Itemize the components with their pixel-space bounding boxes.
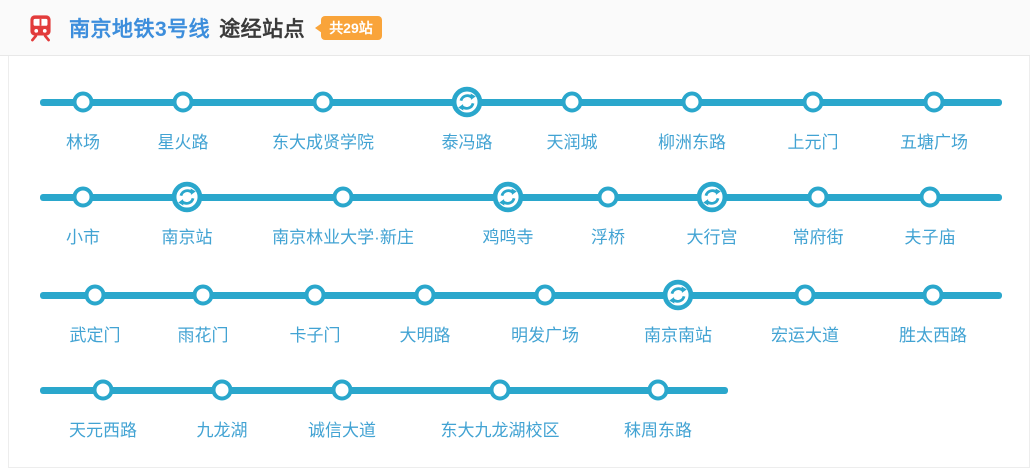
station-label[interactable]: 泰冯路 xyxy=(441,133,493,152)
station-count-badge: 共29站 xyxy=(321,15,382,40)
line-name-link[interactable]: 南京地铁3号线 xyxy=(69,17,211,41)
station-label[interactable]: 南京南站 xyxy=(644,326,712,345)
station-marker xyxy=(561,91,583,113)
transfer-station-icon xyxy=(171,181,203,213)
station-label[interactable]: 武定门 xyxy=(69,326,121,345)
station-marker xyxy=(331,379,353,401)
station-label[interactable]: 鸡鸣寺 xyxy=(482,228,534,247)
station-label[interactable]: 卡子门 xyxy=(289,326,341,345)
station-marker xyxy=(414,284,436,306)
station-label[interactable]: 明发广场 xyxy=(511,326,579,345)
station-marker xyxy=(681,91,703,113)
station-label[interactable]: 东大九龙湖校区 xyxy=(440,421,560,440)
station-label[interactable]: 五塘广场 xyxy=(900,133,968,152)
station-marker xyxy=(597,186,619,208)
station-marker xyxy=(84,284,106,306)
station-label[interactable]: 南京站 xyxy=(161,228,213,247)
station-label[interactable]: 雨花门 xyxy=(177,326,229,345)
station-marker xyxy=(211,379,233,401)
line-row-3: 武定门 雨花门 卡子门 大明路 明发广场 南京南站 宏运大道 胜太西路 xyxy=(0,275,1030,355)
transfer-station-icon xyxy=(451,86,483,118)
station-marker xyxy=(807,186,829,208)
station-marker xyxy=(304,284,326,306)
stations-subtitle: 途经站点 xyxy=(219,17,306,41)
station-label[interactable]: 小市 xyxy=(66,228,100,247)
station-marker xyxy=(72,91,94,113)
station-label[interactable]: 诚信大道 xyxy=(308,421,376,440)
line-row-4: 天元西路 九龙湖 诚信大道 东大九龙湖校区 秣周东路 xyxy=(0,370,1030,450)
station-marker xyxy=(922,284,944,306)
station-marker xyxy=(794,284,816,306)
station-marker xyxy=(72,186,94,208)
metro-line-segment xyxy=(40,291,1002,299)
station-marker xyxy=(923,91,945,113)
station-label[interactable]: 天元西路 xyxy=(69,421,137,440)
transfer-station-icon xyxy=(696,181,728,213)
station-label[interactable]: 大行宫 xyxy=(686,228,738,247)
station-marker xyxy=(919,186,941,208)
station-label[interactable]: 林场 xyxy=(66,133,100,152)
transfer-station-icon xyxy=(492,181,524,213)
station-label[interactable]: 上元门 xyxy=(787,133,839,152)
station-label[interactable]: 东大成贤学院 xyxy=(272,133,374,152)
station-label[interactable]: 柳洲东路 xyxy=(658,133,726,152)
station-label[interactable]: 南京林业大学·新庄 xyxy=(272,228,414,247)
transfer-station-icon xyxy=(662,279,694,311)
station-label[interactable]: 天润城 xyxy=(546,133,598,152)
station-label[interactable]: 大明路 xyxy=(399,326,451,345)
station-marker xyxy=(802,91,824,113)
line-row-1: 林场 星火路 东大成贤学院 泰冯路 天润城 柳洲东路 上元门 五塘广场 xyxy=(0,82,1030,162)
metro-line-segment xyxy=(40,98,1002,106)
station-marker xyxy=(312,91,334,113)
station-marker xyxy=(489,379,511,401)
metro-line-segment xyxy=(40,386,728,394)
station-marker xyxy=(332,186,354,208)
station-marker xyxy=(647,379,669,401)
station-marker xyxy=(172,91,194,113)
line-row-2: 小市 南京站 南京林业大学·新庄 鸡鸣寺 浮桥 大行宫 常府街 夫子庙 xyxy=(0,177,1030,257)
station-label[interactable]: 秣周东路 xyxy=(624,421,692,440)
station-label[interactable]: 宏运大道 xyxy=(771,326,839,345)
metro-train-icon xyxy=(25,12,56,45)
station-label[interactable]: 九龙湖 xyxy=(196,421,248,440)
station-marker xyxy=(534,284,556,306)
station-label[interactable]: 浮桥 xyxy=(591,228,625,247)
station-label[interactable]: 胜太西路 xyxy=(899,326,967,345)
widget-header: 南京地铁3号线 途经站点 共29站 xyxy=(0,0,1030,56)
station-marker xyxy=(92,379,114,401)
stations-panel xyxy=(8,56,1030,468)
station-marker xyxy=(192,284,214,306)
station-label[interactable]: 夫子庙 xyxy=(904,228,956,247)
station-label[interactable]: 星火路 xyxy=(157,133,209,152)
station-label[interactable]: 常府街 xyxy=(792,228,844,247)
